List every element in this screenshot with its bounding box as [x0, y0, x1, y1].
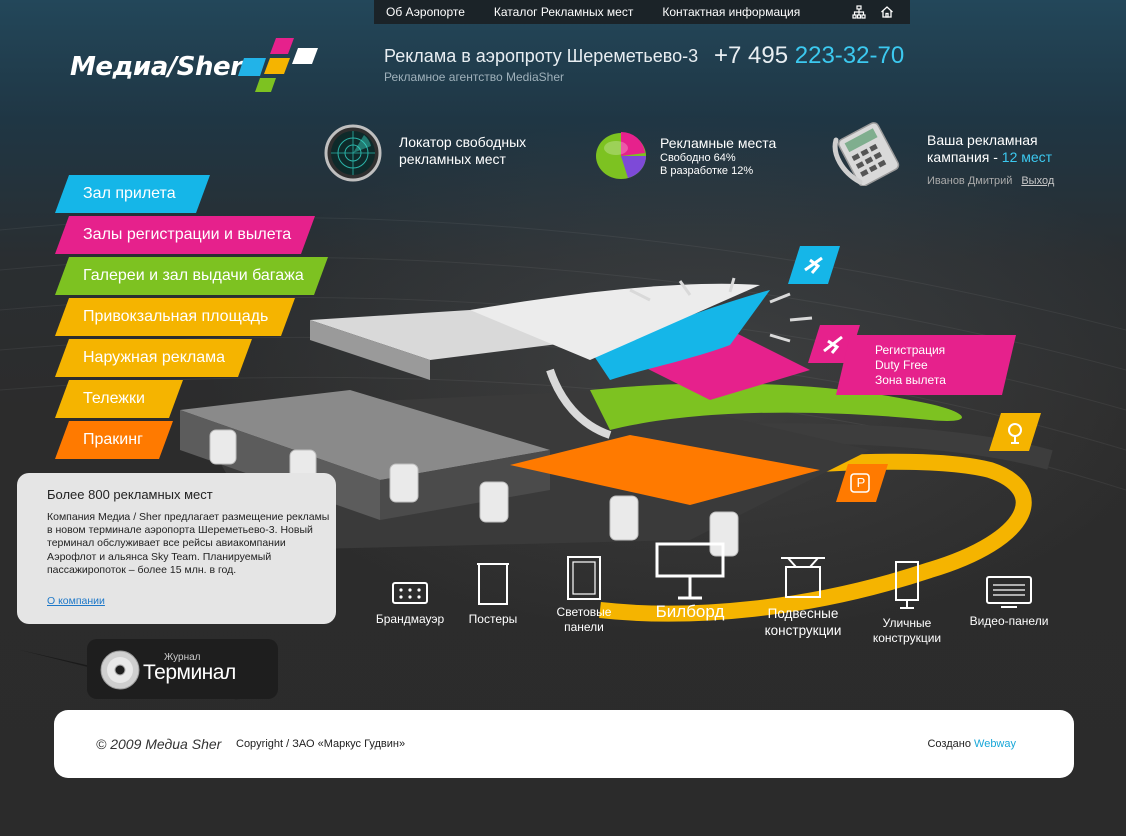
- menu-station-square-label: Привокзальная площадь: [83, 308, 269, 325]
- adtype-light-panels[interactable]: Световые панели: [548, 555, 620, 635]
- poster-icon: [477, 563, 509, 605]
- menu-arrival-hall[interactable]: Зал прилета: [55, 175, 210, 213]
- menu-parking-label: Пракинг: [83, 431, 143, 448]
- about-title: Более 800 рекламных мест: [47, 487, 213, 502]
- adtype-posters-label: Постеры: [468, 612, 518, 626]
- menu-arrival-hall-label: Зал прилета: [83, 185, 176, 202]
- registration-line2: Duty Free: [875, 358, 928, 372]
- campaign-line2: кампания - 12 мест: [927, 149, 1054, 166]
- magazine-banner[interactable]: Журнал Терминал: [87, 639, 278, 699]
- locator-line1: Локатор свободных: [399, 134, 527, 150]
- registration-line3: Зона вылета: [875, 373, 946, 387]
- footer-company: Copyright / ЗАО «Маркус Гудвин»: [236, 738, 406, 750]
- campaign-line2-prefix: кампания -: [927, 149, 1002, 165]
- plane-arrival-icon[interactable]: [788, 246, 840, 284]
- about-company-link[interactable]: О компании: [47, 595, 105, 607]
- sitemap-icon[interactable]: [852, 5, 866, 19]
- logout-link[interactable]: Выход: [1021, 175, 1055, 187]
- footer-created-by: Создано Webway: [927, 738, 1016, 750]
- places-dev: В разработке 12%: [660, 165, 754, 177]
- campaign-block[interactable]: Ваша рекламная кампания - 12 мест Иванов…: [927, 132, 1054, 189]
- map-pin-icon[interactable]: [989, 413, 1041, 451]
- menu-parking[interactable]: Пракинг: [55, 421, 173, 459]
- adtype-street[interactable]: Уличные конструкции: [866, 558, 948, 646]
- adtype-hanging[interactable]: Подвесные конструкции: [758, 555, 848, 639]
- menu-trolleys-label: Тележки: [83, 390, 145, 407]
- adtype-hanging-label1: Подвесные: [767, 606, 839, 621]
- registration-tag[interactable]: [836, 335, 1016, 395]
- adtype-posters[interactable]: Постеры: [462, 560, 524, 627]
- header-subtitle: Рекламное агентство MediaSher: [384, 70, 564, 84]
- places-free: Свободно 64%: [660, 152, 736, 164]
- nav-contacts[interactable]: Контактная информация: [662, 5, 801, 19]
- campaign-line1: Ваша рекламная: [927, 132, 1038, 148]
- parking-letter: P: [856, 475, 866, 490]
- registration-label: Регистрация Duty Free Зона вылета: [875, 343, 946, 388]
- logo-text: Медиа/Sher: [70, 52, 243, 82]
- places-title: Рекламные места: [660, 135, 777, 151]
- adtype-video[interactable]: Видео-панели: [966, 574, 1052, 629]
- nav-about-airport[interactable]: Об Аэропорте: [386, 5, 465, 19]
- calculator-icon[interactable]: [832, 120, 906, 191]
- adtype-video-label: Видео-панели: [969, 614, 1049, 628]
- menu-outdoor[interactable]: Наружная реклама: [55, 339, 252, 377]
- places-block[interactable]: Рекламные места Свободно 64% В разработк…: [660, 135, 776, 178]
- phone-main: 223-32-70: [794, 42, 905, 69]
- footer-made-prefix: Создано: [927, 738, 975, 750]
- logo[interactable]: Медиа/Sher: [70, 36, 332, 98]
- video-panel-icon: [986, 576, 1032, 608]
- home-icon[interactable]: [880, 5, 894, 19]
- menu-galleries[interactable]: Галереи и зал выдачи багажа: [55, 257, 328, 295]
- footer: © 2009 Медиа Sher Copyright / ЗАО «Марку…: [54, 710, 1074, 778]
- menu-trolleys[interactable]: Тележки: [55, 380, 183, 418]
- radar-icon[interactable]: [324, 124, 382, 187]
- adtype-light-panels-label2: панели: [564, 620, 604, 634]
- registration-line1: Регистрация: [875, 343, 946, 357]
- adtype-street-label2: конструкции: [872, 631, 942, 645]
- logo-squares-icon: [238, 38, 318, 92]
- parking-icon[interactable]: [836, 464, 888, 502]
- menu-galleries-label: Галереи и зал выдачи багажа: [83, 267, 304, 284]
- menu-registration-halls-label: Залы регистрации и вылета: [83, 226, 292, 243]
- firewall-icon: [392, 582, 428, 604]
- about-text: Компания Медиа / Sher предлагает размеще…: [47, 511, 330, 576]
- menu-outdoor-label: Наружная реклама: [83, 349, 226, 366]
- adtype-light-panels-label1: Световые: [556, 605, 612, 619]
- phone-number: +7 495 223-32-70: [714, 42, 904, 70]
- top-nav: Об Аэропорте Каталог Рекламных мест Конт…: [374, 0, 910, 24]
- campaign-count: 12 мест: [1001, 149, 1053, 165]
- footer-copyright: © 2009 Медиа Sher: [96, 736, 222, 752]
- street-structure-icon: [895, 561, 919, 609]
- disc-icon: [100, 650, 140, 690]
- user-name: Иванов Дмитрий: [927, 175, 1013, 187]
- adtype-billboard[interactable]: Билборд: [646, 540, 734, 621]
- menu-registration-halls[interactable]: Залы регистрации и вылета: [55, 216, 315, 254]
- adtype-firewall-label: Брандмауэр: [375, 612, 445, 626]
- pie-chart-icon[interactable]: [594, 126, 650, 185]
- magazine-title: Терминал: [143, 661, 236, 684]
- locator-line2: рекламных мест: [399, 151, 506, 167]
- phone-prefix: +7 495: [714, 42, 795, 69]
- adtype-firewall[interactable]: Брандмауэр: [375, 580, 445, 627]
- adtype-street-label1: Уличные: [882, 616, 932, 630]
- billboard-icon: [655, 542, 725, 600]
- magazine-small: Журнал: [164, 652, 201, 663]
- adtype-hanging-label2: конструкции: [764, 623, 842, 638]
- light-panel-icon: [567, 556, 601, 600]
- locator-block[interactable]: Локатор свободных рекламных мест: [399, 134, 526, 168]
- footer-webway-link[interactable]: Webway: [974, 738, 1016, 750]
- hanging-structure-icon: [781, 557, 825, 598]
- nav-catalog[interactable]: Каталог Рекламных мест: [493, 5, 634, 19]
- menu-station-square[interactable]: Привокзальная площадь: [55, 298, 295, 336]
- header-title: Реклама в аэропроту Шереметьево-3: [384, 46, 699, 66]
- adtype-billboard-label: Билборд: [655, 602, 725, 621]
- about-box: Более 800 рекламных мест Компания Медиа …: [17, 473, 336, 624]
